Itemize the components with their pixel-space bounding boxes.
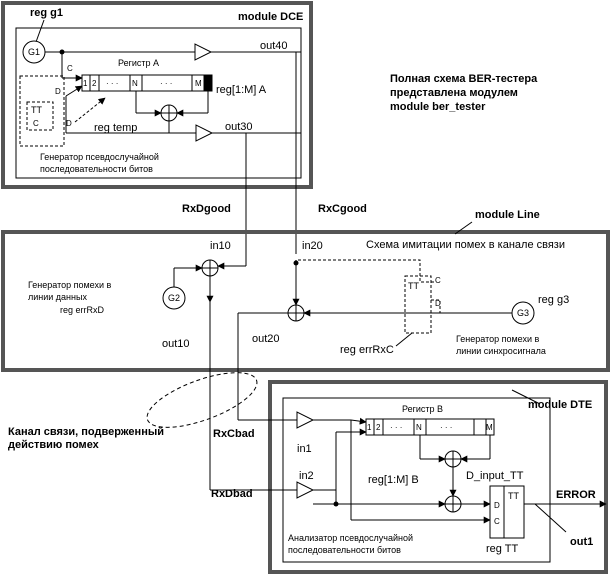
out30-label: out30	[225, 121, 253, 133]
tt-errrxc-d: D	[435, 299, 441, 308]
in2-buffer	[296, 481, 315, 499]
out10-label: out10	[162, 338, 190, 350]
g1-generator: G1	[28, 47, 40, 57]
module-line-title: module Line	[475, 209, 540, 221]
reg-b-cell-1: 1	[367, 423, 372, 432]
rxdbad-label: RxDbad	[211, 488, 253, 500]
channel-line-1: Канал связи, подверженный	[8, 426, 164, 438]
module-line: module Line Схема имитации помех в канал…	[1, 209, 610, 490]
error-label: ERROR	[556, 489, 596, 501]
out40-buffer	[194, 43, 213, 61]
reg-tt-label: reg TT	[486, 543, 518, 555]
rxdgood-label: RxDgood	[182, 203, 231, 215]
rxcbad-label: RxCbad	[213, 428, 255, 440]
out40-label: out40	[260, 40, 288, 52]
g3-generator: G3	[517, 308, 529, 318]
reg-a-cell-2: 2	[92, 79, 97, 88]
tt-output-d: D	[494, 501, 500, 510]
channel-ellipse	[146, 372, 258, 428]
note-line-3: module ber_tester	[390, 101, 486, 113]
generator-caption-2: последовательности битов	[40, 164, 153, 174]
module-dce: module DCE reg g1 G1 out40 Регистр A 1 2…	[1, 1, 313, 189]
g2-generator: G2	[168, 293, 180, 303]
in10-label: in10	[210, 240, 231, 252]
data-d-label: D	[55, 87, 61, 96]
module-dte-title: module DTE	[528, 399, 592, 411]
tt-temp: TT	[31, 105, 42, 115]
reg-a-cell-dots-2: · · ·	[160, 79, 172, 88]
line-scheme-title: Схема имитации помех в канале связи	[366, 239, 565, 251]
tt-output-c: C	[494, 517, 500, 526]
reg-g1-label: reg g1	[30, 7, 63, 19]
module-dte: module DTE in1 Регистр B 1 2 · · · N · ·…	[210, 380, 608, 574]
tt-temp-c: C	[33, 119, 39, 128]
reg-a-cell-n: N	[132, 79, 138, 88]
module-dce-title: module DCE	[238, 11, 303, 23]
out30-buffer	[195, 124, 214, 142]
gen-sync-2: линии синхросигнала	[456, 346, 546, 356]
reg-b-cell-dots-1: · · ·	[390, 423, 402, 432]
tt-output	[489, 485, 525, 539]
channel-line-2: действию помех	[8, 439, 100, 451]
clock-c-label: C	[67, 64, 73, 73]
register-b	[365, 418, 495, 436]
rxcgood-label: RxCgood	[318, 203, 367, 215]
reg-errrxc-label: reg errRxC	[340, 344, 394, 356]
tt-output-label: TT	[508, 491, 519, 501]
reg-a-cell-dots-1: · · ·	[106, 79, 118, 88]
reg-b-cell-n: N	[416, 423, 422, 432]
note: Полная схема BER-тестера представлена мо…	[390, 73, 538, 113]
in20-label: in20	[302, 240, 323, 252]
gen-data-2: линии данных	[28, 292, 87, 302]
reg-temp-label: reg temp	[94, 122, 137, 134]
register-a-title: Регистр A	[118, 58, 159, 68]
reg-g3-label: reg g3	[538, 294, 569, 306]
reg-b-cell-m: M	[486, 423, 493, 432]
d-input-tt-label: D_input_TT	[466, 470, 524, 482]
gen-data-3: reg errRxD	[60, 305, 105, 315]
tt-temp-d: D	[66, 119, 72, 128]
in2-label: in2	[299, 470, 314, 482]
out1-label: out1	[570, 536, 593, 548]
reg-b-label: reg[1:M] B	[368, 474, 419, 486]
analyzer-caption-1: Анализатор псевдослучайной	[288, 533, 413, 543]
in1-buffer	[296, 411, 315, 429]
tt-errrxc-c: C	[435, 276, 441, 285]
generator-caption-1: Генератор псевдослучайной	[40, 152, 159, 162]
analyzer-caption-2: последовательности битов	[288, 545, 401, 555]
gen-sync-1: Генератор помехи в	[456, 334, 539, 344]
note-line-1: Полная схема BER-тестера	[390, 73, 538, 85]
reg-b-cell-dots-2: · · ·	[440, 423, 452, 432]
reg-a-cell-m: M	[195, 79, 202, 88]
reg-a-cell-1: 1	[83, 79, 88, 88]
reg-b-cell-2: 2	[376, 423, 381, 432]
note-line-2: представлена модулем	[390, 87, 518, 99]
register-b-title: Регистр B	[402, 404, 443, 414]
tt-errrxc: TT	[408, 281, 419, 291]
reg-a-label: reg[1:M] A	[216, 84, 267, 96]
in1-label: in1	[297, 443, 312, 455]
gen-data-1: Генератор помехи в	[28, 280, 111, 290]
out20-label: out20	[252, 333, 280, 345]
